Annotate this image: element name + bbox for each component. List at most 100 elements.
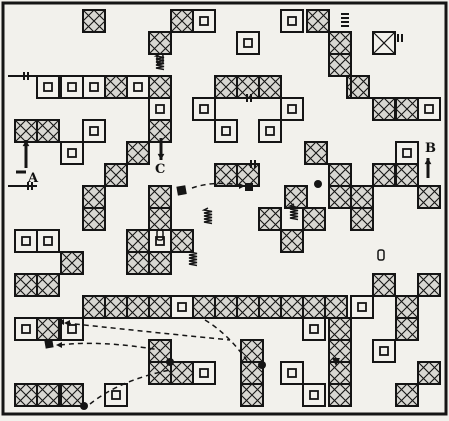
crosshatch-block xyxy=(127,230,149,252)
crosshatch-block xyxy=(329,164,351,186)
crosshatch-block xyxy=(61,384,83,406)
square-pad xyxy=(149,98,171,120)
crosshatch-block xyxy=(418,186,440,208)
square-pad xyxy=(37,76,59,98)
crosshatch-block xyxy=(281,230,303,252)
crosshatch-block xyxy=(105,76,127,98)
crosshatch-block xyxy=(329,362,351,384)
crosshatch-block xyxy=(149,296,171,318)
crosshatch-block xyxy=(329,186,351,208)
crosshatch-block xyxy=(418,362,440,384)
crosshatch-block xyxy=(215,296,237,318)
square-pad xyxy=(303,384,325,406)
crosshatch-block xyxy=(149,362,171,384)
crosshatch-block xyxy=(83,186,105,208)
crosshatch-block xyxy=(127,252,149,274)
square-pad xyxy=(15,230,37,252)
marker-square xyxy=(245,183,253,191)
crosshatch-block xyxy=(241,340,263,362)
crosshatch-block xyxy=(329,340,351,362)
crosshatch-block xyxy=(325,296,347,318)
crosshatch-block xyxy=(303,296,325,318)
crosshatch-block xyxy=(396,318,418,340)
crosshatch-block xyxy=(37,274,59,296)
crosshatch-block xyxy=(303,208,325,230)
crosshatch-block xyxy=(171,230,193,252)
crosshatch-block xyxy=(307,10,329,32)
crosshatch-block xyxy=(149,340,171,362)
square-pad xyxy=(303,318,325,340)
square-pad xyxy=(127,76,149,98)
crosshatch-block xyxy=(127,296,149,318)
crosshatch-block xyxy=(83,10,105,32)
crosshatch-block xyxy=(329,318,351,340)
square-pad xyxy=(171,296,193,318)
crosshatch-block xyxy=(149,186,171,208)
crosshatch-block xyxy=(396,164,418,186)
crosshatch-block xyxy=(61,252,83,274)
square-pad xyxy=(351,296,373,318)
crosshatch-block xyxy=(351,208,373,230)
crosshatch-block xyxy=(215,164,237,186)
square-pad xyxy=(61,76,83,98)
start-label-a: A xyxy=(28,172,38,185)
square-pad xyxy=(237,32,259,54)
square-pad xyxy=(215,120,237,142)
crosshatch-block xyxy=(171,10,193,32)
crosshatch-block xyxy=(149,32,171,54)
square-pad xyxy=(281,98,303,120)
crosshatch-block xyxy=(259,208,281,230)
crosshatch-block xyxy=(83,208,105,230)
square-pad xyxy=(193,362,215,384)
crosshatch-block xyxy=(215,76,237,98)
crosshatch-block xyxy=(259,296,281,318)
crosshatch-block xyxy=(193,296,215,318)
crosshatch-block xyxy=(105,164,127,186)
marker-dot xyxy=(258,361,266,369)
crosshatch-block xyxy=(149,208,171,230)
crosshatch-block xyxy=(149,76,171,98)
crosshatch-block xyxy=(396,98,418,120)
marker-dot xyxy=(80,402,88,410)
crosshatch-block xyxy=(241,384,263,406)
crosshatch-block xyxy=(37,120,59,142)
crosshatch-block xyxy=(83,296,105,318)
crosshatch-block xyxy=(373,164,395,186)
square-pad xyxy=(61,142,83,164)
crosshatch-block xyxy=(285,186,307,208)
square-pad xyxy=(37,230,59,252)
crosshatch-block xyxy=(237,296,259,318)
square-pad xyxy=(149,230,171,252)
crosshatch-block xyxy=(259,76,281,98)
square-pad xyxy=(193,10,215,32)
crosshatch-block xyxy=(15,384,37,406)
marker-dot xyxy=(166,358,174,366)
crosshatch-block xyxy=(418,274,440,296)
crosshatch-block xyxy=(373,98,395,120)
square-pad xyxy=(83,120,105,142)
marker-square xyxy=(176,185,186,195)
crosshatch-block xyxy=(396,296,418,318)
crosshatch-block xyxy=(281,296,303,318)
marker-square xyxy=(44,339,53,348)
crosshatch-block xyxy=(305,142,327,164)
crosshatch-block xyxy=(15,274,37,296)
crosshatch-block xyxy=(396,384,418,406)
crosshatch-block xyxy=(329,32,351,54)
crosshatch-block xyxy=(149,252,171,274)
exit-label-b: B xyxy=(425,142,436,155)
crosshatch-block xyxy=(105,296,127,318)
crosshatch-block xyxy=(351,186,373,208)
crosshatch-block xyxy=(37,318,59,340)
marker-dot xyxy=(314,180,322,188)
square-pad xyxy=(193,98,215,120)
square-pad xyxy=(259,120,281,142)
crosshatch-block xyxy=(329,384,351,406)
square-pad xyxy=(418,98,440,120)
crosshatch-block xyxy=(373,274,395,296)
crosshatch-block xyxy=(37,384,59,406)
crosshatch-block xyxy=(171,362,193,384)
point-label-c: C xyxy=(155,163,165,176)
